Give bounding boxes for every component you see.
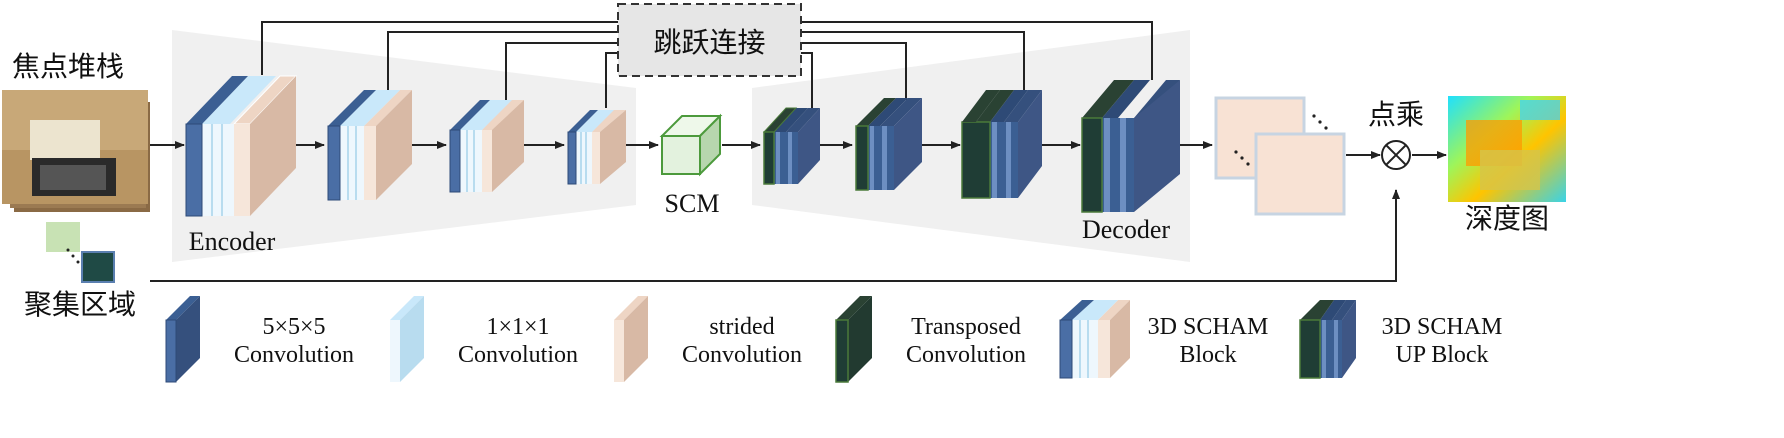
legend-scham-up-line1: 3D SCHAM — [1382, 314, 1503, 340]
output-label: 深度图 — [1465, 202, 1549, 235]
skip-connection-label: 跳跃连接 — [653, 26, 765, 59]
legend-conv1-line1: 1×1×1 — [486, 314, 549, 340]
depth-map-image — [1448, 96, 1566, 202]
legend-transposed-line1: Transposed — [911, 314, 1021, 340]
scm-label: SCM — [665, 189, 720, 218]
decoder-block-2 — [855, 98, 922, 191]
decoder-block-1 — [762, 107, 820, 185]
legend-scham-block-line2: Block — [1179, 342, 1236, 368]
legend-conv5-line1: 5×5×5 — [262, 314, 325, 340]
skip-connection-box — [617, 3, 802, 77]
legend-strided-line1: strided — [709, 314, 774, 340]
legend-icon-conv5 — [165, 296, 200, 383]
legend-scham-block-line1: 3D SCHAM — [1148, 314, 1269, 340]
legend-transposed-line2: Convolution — [906, 342, 1026, 368]
legend-icon-strided — [614, 296, 648, 382]
legend-icon-scham-block — [1059, 300, 1130, 379]
input-label: 焦点堆栈 — [12, 50, 124, 83]
encoder-block-1 — [185, 75, 298, 217]
decoder-block-3 — [961, 90, 1042, 199]
encoder-block-4 — [567, 110, 626, 185]
legend-strided-line2: Convolution — [682, 342, 802, 368]
legend-icon-conv1 — [390, 296, 424, 382]
multiply-label: 点乘 — [1368, 98, 1424, 131]
decoder-label: Decoder — [1082, 215, 1170, 244]
legend-icon-scham-up-block — [1299, 300, 1356, 379]
legend-icon-transposed — [835, 296, 872, 383]
multiply-icon — [1381, 140, 1411, 170]
encoder-block-2 — [327, 90, 412, 201]
scm-cube — [659, 113, 723, 177]
focus-region-label: 聚集区域 — [24, 288, 136, 321]
legend-conv5-line2: Convolution — [234, 342, 354, 368]
encoder-label: Encoder — [189, 227, 276, 256]
legend-conv1-line2: Convolution — [458, 342, 578, 368]
output-feature-maps — [1214, 96, 1346, 216]
flow-arrows — [150, 141, 1447, 282]
encoder-block-3 — [449, 100, 524, 193]
legend-scham-up-line2: UP Block — [1395, 342, 1488, 368]
skip-connection-lines — [261, 21, 1153, 108]
legend: 5×5×5 Convolution 1×1×1 Convolution stri… — [165, 296, 1503, 383]
decoder-block-4 — [1081, 80, 1180, 213]
focal-stack-image — [2, 90, 150, 212]
focus-region-icon — [46, 222, 115, 283]
